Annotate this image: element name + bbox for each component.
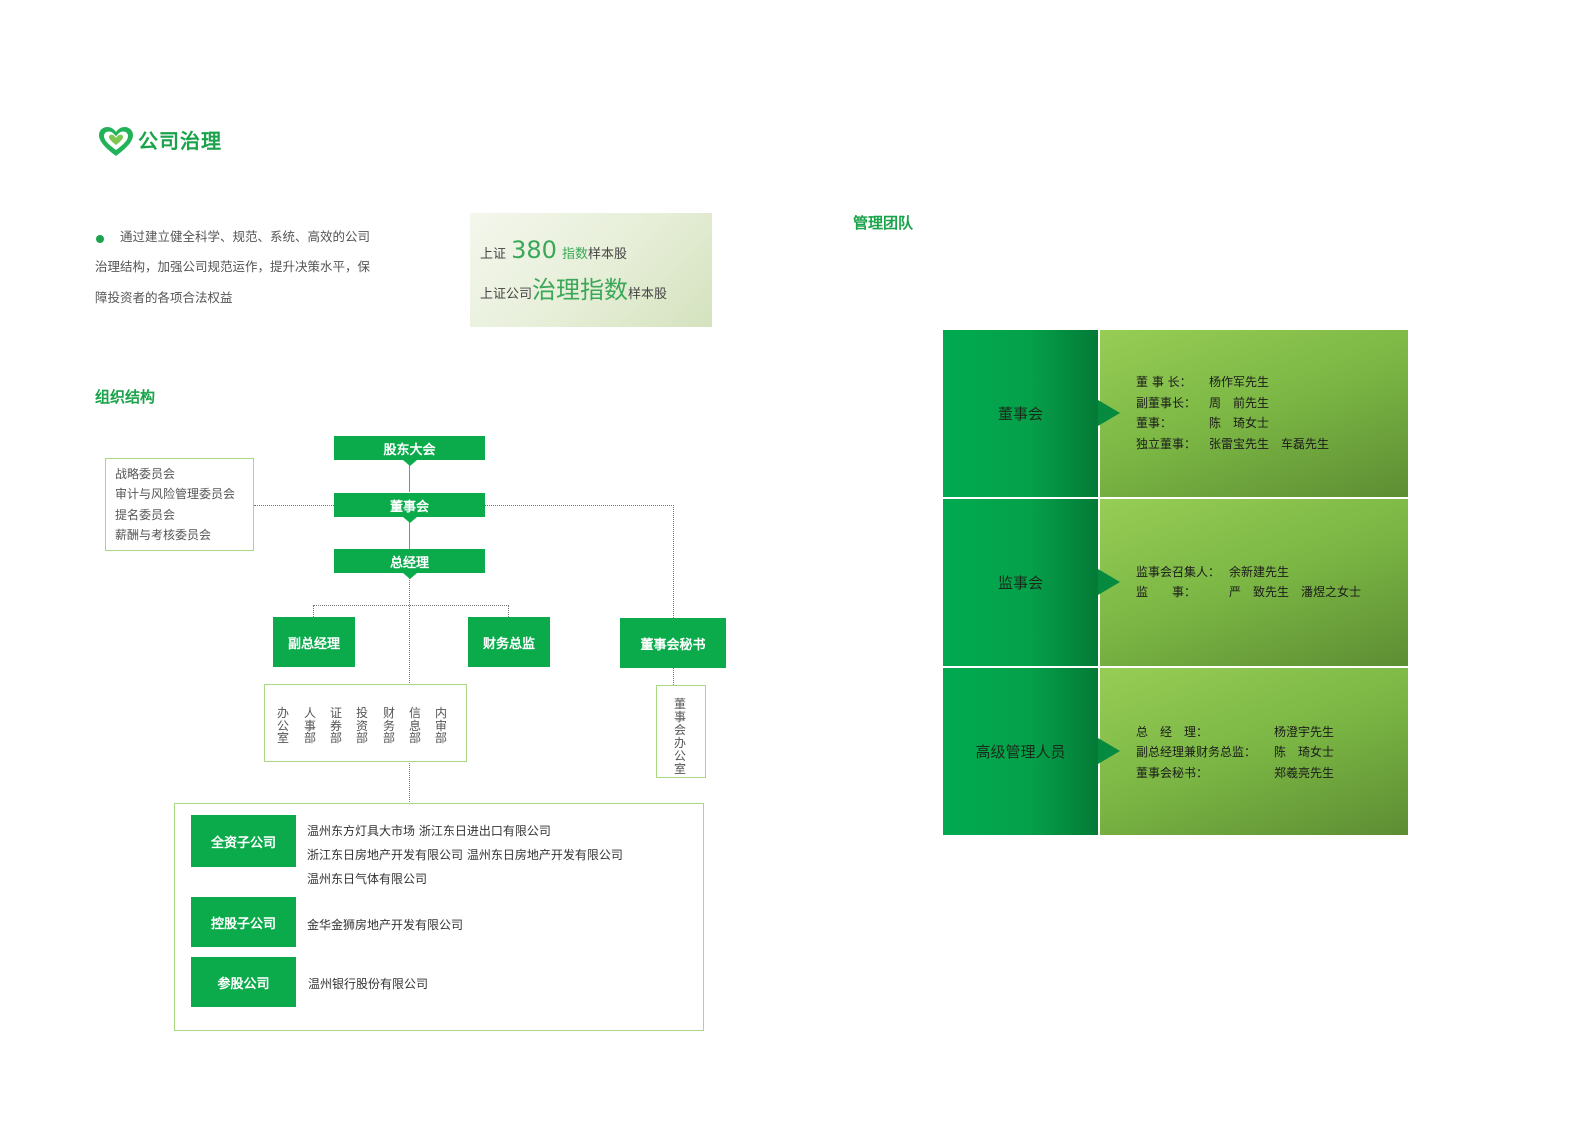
connector-line — [409, 761, 410, 804]
holding-label: 控股子公司 — [191, 897, 296, 947]
index-line2-prefix: 上证公司 — [480, 287, 533, 302]
committee-item: 战略委员会 — [115, 467, 176, 481]
arrow-right-icon — [1098, 569, 1120, 595]
connector-line — [254, 505, 334, 506]
management-section-title: 管理团队 — [853, 214, 914, 232]
participating-line: 温州银行股份有限公司 — [308, 977, 429, 991]
intro-line-2: 治理结构，加强公司规范运作，提升决策水平，保 — [95, 259, 371, 274]
department-item: 人事部 — [303, 706, 316, 745]
department-item: 办公室 — [276, 706, 289, 745]
org-node-board: 董事会 — [334, 493, 485, 523]
arrow-right-icon — [1098, 738, 1120, 764]
index-line1-green: 指数 — [562, 247, 589, 262]
org-node-secretary: 董事会秘书 — [620, 618, 726, 668]
mgmt-member-line: 董 事 长：杨作军先生 — [1136, 375, 1270, 389]
org-node-deputy-gm: 副总经理 — [273, 617, 355, 667]
department-item: 财务部 — [382, 706, 395, 745]
mgmt-member-line: 独立董事：张雷宝先生 车磊先生 — [1136, 437, 1330, 451]
connector-line — [313, 605, 509, 606]
participating-label: 参股公司 — [191, 957, 296, 1007]
departments-box: 办公室 人事部 证券部 投资部 财务部 信息部 内审部 — [264, 684, 467, 762]
org-node-cfo: 财务总监 — [468, 617, 550, 667]
connector-line — [313, 605, 314, 617]
mgmt-member-line: 副董事长：周 前先生 — [1136, 396, 1270, 410]
mgmt-group-board: 董事会 — [943, 330, 1098, 497]
index-line2-green: 治理指数 — [532, 276, 629, 304]
wholly-owned-line: 温州东日气体有限公司 — [307, 872, 428, 886]
wholly-owned-label: 全资子公司 — [191, 815, 296, 867]
mgmt-group-supervisory: 监事会 — [943, 499, 1098, 666]
green-heart-logo-icon — [99, 127, 133, 156]
org-node-gm: 总经理 — [334, 549, 485, 579]
connector-line — [409, 573, 410, 685]
mgmt-group-senior: 高级管理人员 — [943, 668, 1098, 835]
index-line1-suffix: 样本股 — [588, 247, 628, 262]
index-line1-number: 380 — [511, 236, 557, 264]
index-line1-prefix: 上证 — [480, 247, 507, 262]
mgmt-member-line: 副总经理兼财务总监：陈 琦女士 — [1136, 745, 1335, 759]
index-line-1: 上证 380 指数样本股 — [480, 235, 627, 270]
board-office-box: 董事会办公室 — [656, 685, 706, 778]
department-item: 投资部 — [355, 706, 368, 745]
arrow-right-icon — [1098, 400, 1120, 426]
connector-line — [508, 605, 509, 617]
connector-line — [409, 460, 410, 492]
index-line2-suffix: 样本股 — [628, 287, 668, 302]
department-item: 信息部 — [408, 706, 421, 745]
committee-item: 薪酬与考核委员会 — [115, 528, 212, 542]
committee-item: 审计与风险管理委员会 — [115, 487, 236, 501]
connector-line — [485, 505, 674, 506]
mgmt-member-line: 监 事：严 致先生 潘煜之女士 — [1136, 585, 1362, 599]
department-item: 证券部 — [329, 706, 342, 745]
mgmt-group-senior-members — [1100, 668, 1408, 835]
mgmt-group-board-members — [1100, 330, 1408, 497]
org-node-shareholders: 股东大会 — [334, 436, 485, 466]
bullet-dot-icon — [96, 235, 104, 243]
intro-line-3: 障投资者的各项合法权益 — [95, 290, 233, 305]
index-membership-box: 上证 380 指数样本股 上证公司治理指数样本股 — [470, 213, 712, 327]
connector-line — [673, 505, 674, 618]
board-office-label: 董事会办公室 — [673, 697, 686, 776]
index-line-2: 上证公司治理指数样本股 — [480, 273, 667, 312]
connector-line — [409, 517, 410, 549]
org-section-title: 组织结构 — [95, 388, 156, 406]
department-item: 内审部 — [434, 706, 447, 745]
wholly-owned-line: 浙江东日房地产开发有限公司 温州东日房地产开发有限公司 — [307, 848, 623, 862]
wholly-owned-line: 温州东方灯具大市场 浙江东日进出口有限公司 — [307, 824, 551, 838]
page-title: 公司治理 — [138, 129, 222, 153]
mgmt-group-supervisory-members — [1100, 499, 1408, 666]
mgmt-member-line: 董事会秘书：郑羲亮先生 — [1136, 766, 1335, 780]
committees-box: 战略委员会 审计与风险管理委员会 提名委员会 薪酬与考核委员会 — [105, 458, 254, 551]
holding-line: 金华金狮房地产开发有限公司 — [307, 918, 464, 932]
mgmt-member-line: 总 经 理：杨澄宇先生 — [1136, 725, 1335, 739]
mgmt-member-line: 监事会召集人：余新建先生 — [1136, 565, 1290, 579]
intro-line-1: 通过建立健全科学、规范、系统、高效的公司 — [120, 229, 371, 244]
connector-line — [673, 667, 674, 685]
mgmt-member-line: 董事：陈 琦女士 — [1136, 416, 1270, 430]
committee-item: 提名委员会 — [115, 508, 176, 522]
